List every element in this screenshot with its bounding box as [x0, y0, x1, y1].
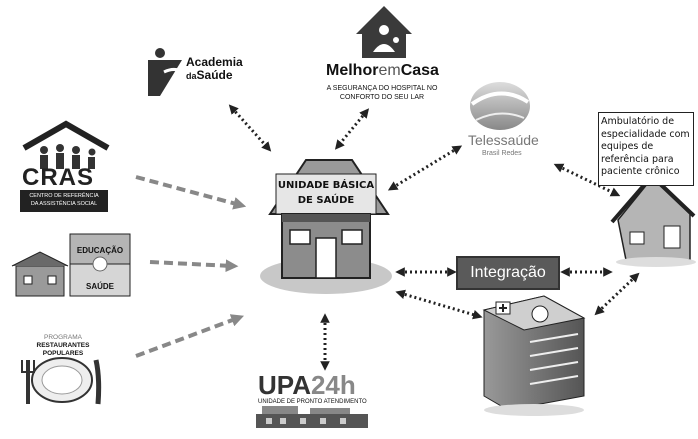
ambulatorio-note: Ambulatório de especialidade com equipes…	[598, 112, 694, 186]
telessaude-name: Telessaúde	[468, 132, 539, 148]
melhor-em-casa-brand-c: Casa	[400, 62, 439, 79]
ubs-building	[260, 159, 392, 294]
cras-sub2: DA ASSISTÊNCIA SOCIAL	[30, 201, 98, 207]
upa-name-b: 24h	[310, 370, 356, 400]
note-line: paciente crônico	[601, 166, 680, 177]
cras-sub1: CENTRO DE REFERÊNCIA	[29, 193, 99, 199]
integration-label: Integração	[470, 264, 546, 281]
cras-name: CRAS	[22, 164, 95, 191]
restaurant-plate-icon	[21, 357, 102, 405]
educacao-label: EDUCAÇÃO	[76, 246, 124, 255]
melhor-em-casa-logo-icon	[356, 6, 412, 58]
ambulatorio-house-icon	[610, 173, 696, 267]
arrow-melhor-em-casa	[334, 108, 370, 150]
academia-line2: da	[186, 71, 197, 81]
telessaude-sub: Brasil Redes	[482, 150, 522, 157]
academia-line1: Academia	[186, 55, 243, 69]
note-line: Ambulatório de	[601, 116, 675, 127]
note-line: especialidade com	[601, 128, 690, 140]
upa-name: UPA24h	[258, 372, 356, 398]
upa-building-icon	[256, 406, 368, 428]
restaurantes-line1: PROGRAMA	[44, 334, 82, 341]
restaurantes-line2: RESTAURANTES	[36, 342, 90, 349]
restaurantes-text: PROGRAMA RESTAURANTES POPULARES	[28, 334, 98, 358]
restaurantes-line3: POPULARES	[42, 350, 84, 357]
arrow-cras	[135, 175, 247, 210]
academia-text: Academia daSaúde	[186, 56, 243, 83]
melhor-em-casa-brand: MelhoremCasa	[326, 62, 439, 80]
melhor-em-casa-sub2: CONFORTO DO SEU LAR	[339, 94, 425, 101]
ubs-label: UNIDADE BÁSICA DE SAÚDE	[274, 178, 378, 208]
upa-name-a: UPA	[258, 370, 311, 400]
note-line: equipes de	[601, 141, 654, 152]
saude-label: SAÚDE	[85, 282, 114, 291]
academia-logo-icon	[148, 48, 187, 96]
arrow-educacao	[149, 259, 239, 273]
educacao-saude-icon	[11, 233, 131, 297]
arrow-restaurantes	[135, 314, 244, 358]
integration-box: Integração	[456, 256, 560, 290]
melhor-em-casa-sub1: A SEGURANÇA DO HOSPITAL NO	[326, 85, 438, 92]
melhor-em-casa-subtitle: A SEGURANÇA DO HOSPITAL NO CONFORTO DO S…	[318, 84, 446, 102]
arrow-academia	[228, 104, 272, 152]
note-line: referência para	[601, 153, 674, 165]
cras-subtitle: CENTRO DE REFERÊNCIA DA ASSISTÊNCIA SOCI…	[22, 192, 106, 208]
melhor-em-casa-brand-a: Melhor	[326, 62, 379, 79]
arrow-telessaude	[387, 145, 463, 191]
hospital-building-icon	[482, 295, 586, 416]
melhor-em-casa-brand-b: em	[378, 62, 401, 79]
upa-sub: UNIDADE DE PRONTO ATENDIMENTO	[258, 399, 367, 405]
arrow-hospital-ambulatorio	[594, 272, 640, 316]
cras-logo-icon	[20, 120, 110, 212]
ubs-label-line1: UNIDADE BÁSICA	[277, 180, 375, 191]
telessaude-logo-icon	[470, 82, 530, 130]
ubs-label-line2: DE SAÚDE	[297, 195, 355, 206]
arrow-ambulatorio	[553, 163, 621, 197]
arrow-hospital	[395, 289, 483, 320]
academia-line3: Saúde	[196, 68, 233, 82]
